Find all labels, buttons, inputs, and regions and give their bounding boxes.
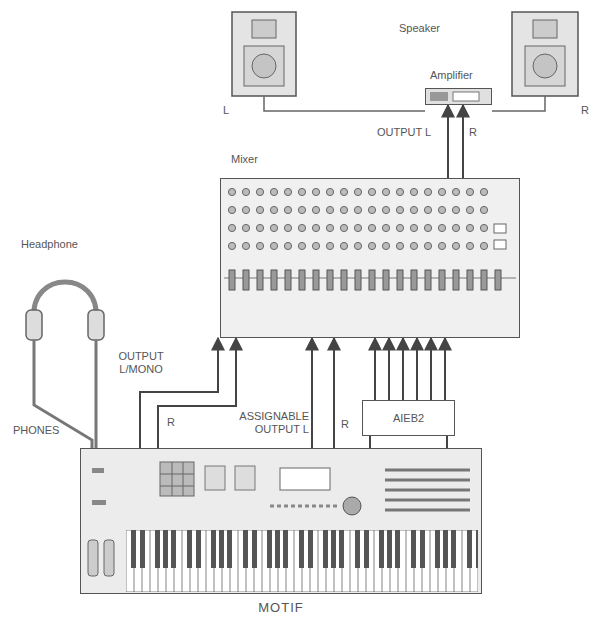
aieb2-box: AIEB2 xyxy=(362,400,455,436)
output-label: R xyxy=(340,418,350,431)
speaker-label: Speaker xyxy=(398,22,441,35)
speaker-wire xyxy=(264,96,425,111)
signal-cable xyxy=(444,338,446,400)
channel-letter: R xyxy=(580,104,590,117)
amplifier-display xyxy=(453,92,479,101)
headphone-cable xyxy=(95,340,98,448)
signal-cable xyxy=(388,338,390,400)
mixer-knobs xyxy=(225,183,491,255)
signal-cable xyxy=(462,105,464,178)
output-label: OUTPUT L/MONO xyxy=(108,350,174,376)
keyboard-illustration xyxy=(80,448,482,594)
mixer-button xyxy=(494,224,506,233)
signal-cable xyxy=(430,338,432,400)
output-label: R xyxy=(166,416,176,429)
signal-cable xyxy=(370,436,447,448)
keyboard-label: MOTIF xyxy=(81,600,481,616)
signal-cable xyxy=(416,338,418,400)
channel-letter: L xyxy=(222,104,230,117)
mixer-button xyxy=(494,240,506,249)
keyboard: MOTIF xyxy=(80,448,482,594)
output-label: OUTPUT L xyxy=(376,126,432,139)
signal-cable xyxy=(333,338,335,448)
headphone-label: Headphone xyxy=(20,238,79,251)
signal-cable xyxy=(447,105,449,178)
amplifier-label: Amplifier xyxy=(430,69,473,82)
mixer-faders xyxy=(225,266,505,296)
speaker-wire xyxy=(492,96,545,111)
amplifier: Amplifier xyxy=(425,88,492,105)
amplifier-knob xyxy=(430,92,448,101)
headphone-illustration xyxy=(26,282,104,340)
aieb2-box-label: AIEB2 xyxy=(393,412,424,425)
mixer-label: Mixer xyxy=(231,153,258,166)
speaker-left xyxy=(232,12,296,96)
jack-label: PHONES xyxy=(12,424,60,437)
signal-cable xyxy=(374,338,376,400)
speaker-right xyxy=(512,12,578,96)
signal-cable xyxy=(311,338,313,448)
output-label: R xyxy=(468,126,478,139)
mixer-surface xyxy=(220,178,520,338)
signal-cable xyxy=(402,338,404,400)
mixer: Mixer xyxy=(220,178,520,338)
amplifier-face xyxy=(425,88,492,105)
output-label: ASSIGNABLE OUTPUT L xyxy=(196,410,310,436)
